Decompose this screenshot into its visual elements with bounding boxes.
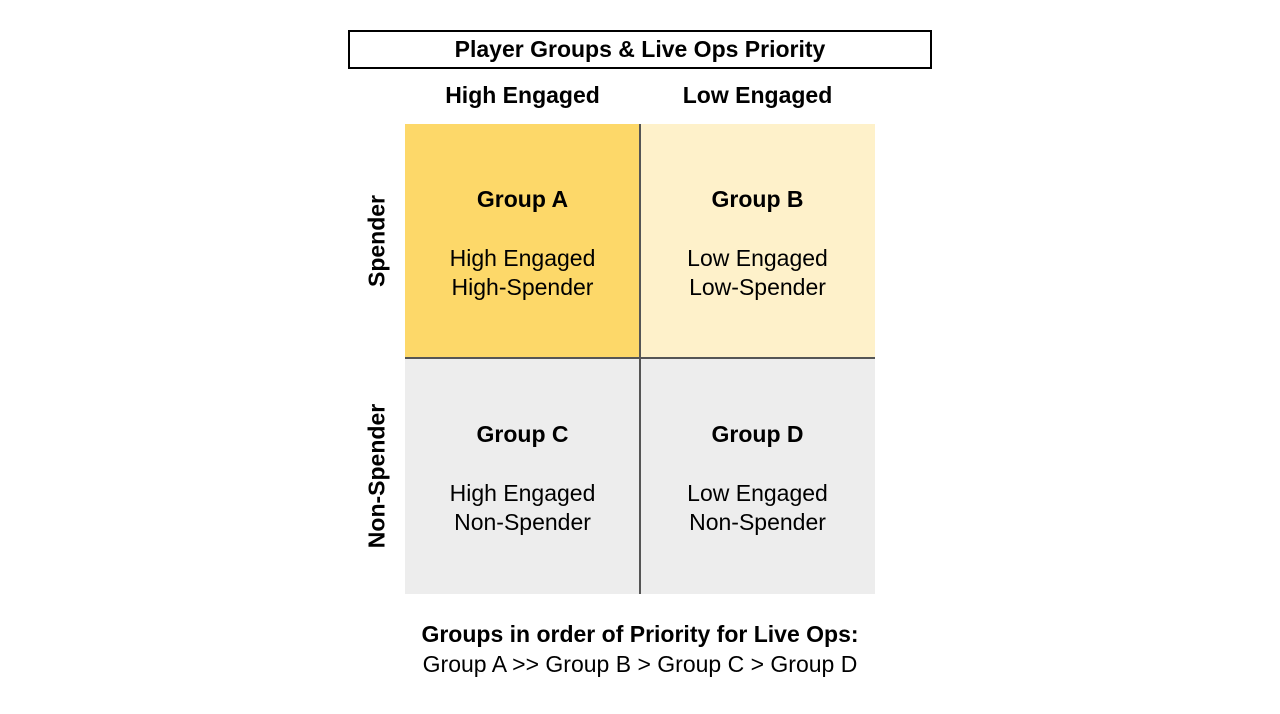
row-header-spender: Spender xyxy=(363,194,390,288)
description-line: High-Spender xyxy=(451,274,594,300)
priority-heading: Groups in order of Priority for Live Ops… xyxy=(421,621,859,647)
row-header-non-spender: Non-Spender xyxy=(363,403,390,549)
description-line: High Engaged xyxy=(449,245,596,271)
description-line: Low Engaged xyxy=(687,480,828,506)
column-header-low-engaged: Low Engaged xyxy=(682,82,833,108)
description-line: Low Engaged xyxy=(687,245,828,271)
description-line: Non-Spender xyxy=(454,509,591,535)
group-label: Group B xyxy=(711,186,804,212)
horizontal-divider xyxy=(405,357,875,359)
column-header-high-engaged: High Engaged xyxy=(445,82,600,108)
description-line: Non-Spender xyxy=(689,509,826,535)
description-line: High Engaged xyxy=(449,480,596,506)
group-label: Group A xyxy=(476,186,569,212)
group-label: Group D xyxy=(711,421,804,447)
diagram-title: Player Groups & Live Ops Priority xyxy=(348,30,932,69)
priority-order: Group A >> Group B > Group C > Group D xyxy=(422,651,858,677)
group-label: Group C xyxy=(476,421,569,447)
vertical-divider xyxy=(639,124,641,594)
description-line: Low-Spender xyxy=(689,274,826,300)
